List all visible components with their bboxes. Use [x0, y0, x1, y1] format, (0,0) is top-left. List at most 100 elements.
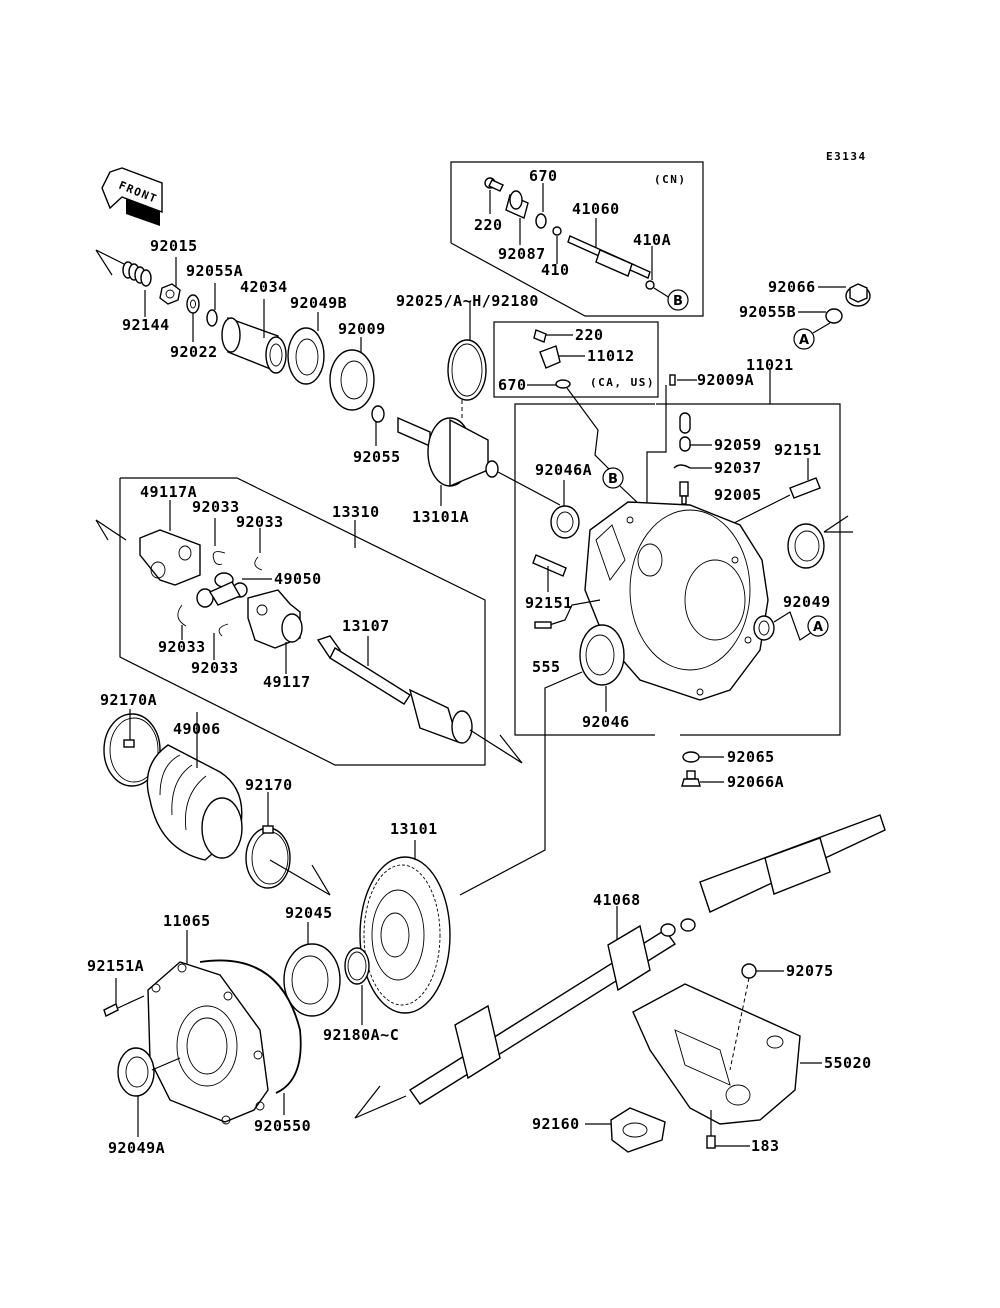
- part-label-92055B[interactable]: 92055B: [739, 303, 796, 321]
- callout-b-cn: B: [667, 289, 689, 311]
- bearing-92009: [329, 337, 375, 411]
- cap-92075: [729, 963, 784, 1071]
- part-label-11065[interactable]: 11065: [163, 912, 211, 930]
- cross-joint-49050: [196, 572, 272, 608]
- part-label-92151-left[interactable]: 92151: [525, 594, 573, 612]
- part-label-55020[interactable]: 55020: [824, 1054, 872, 1072]
- part-label-92046[interactable]: 92046: [582, 713, 630, 731]
- casing-group-bracket: [514, 370, 841, 736]
- part-label-13107[interactable]: 13107: [342, 617, 390, 635]
- part-label-670-cn[interactable]: 670: [529, 167, 558, 185]
- part-label-41060[interactable]: 41060: [572, 200, 620, 218]
- part-label-92170[interactable]: 92170: [245, 776, 293, 794]
- o-ring-670-ca: [527, 379, 611, 471]
- part-label-92049A[interactable]: 92049A: [108, 1139, 165, 1157]
- shaft-41060: [567, 218, 651, 279]
- oil-seal-92049A: [117, 1047, 181, 1137]
- part-label-92045[interactable]: 92045: [285, 904, 333, 922]
- front-arrow-sign: FRONT: [101, 167, 163, 226]
- part-label-41068[interactable]: 41068: [593, 891, 641, 909]
- bolt-183: [706, 1110, 750, 1149]
- part-label-49050[interactable]: 49050: [274, 570, 322, 588]
- dowel-92059: [679, 412, 712, 452]
- part-label-920550[interactable]: 920550: [254, 1117, 311, 1135]
- part-label-92087[interactable]: 92087: [498, 245, 546, 263]
- part-label-42034[interactable]: 42034: [240, 278, 288, 296]
- part-label-13101[interactable]: 13101: [390, 820, 438, 838]
- part-label-220-cn[interactable]: 220: [474, 216, 503, 234]
- block-92160: [585, 1107, 666, 1153]
- part-label-11012[interactable]: 11012: [587, 347, 635, 365]
- part-label-92033-c[interactable]: 92033: [158, 638, 206, 656]
- callout-b-ca: B: [602, 467, 641, 506]
- part-label-92075[interactable]: 92075: [786, 962, 834, 980]
- part-label-92015[interactable]: 92015: [150, 237, 198, 255]
- bracket-55020: [632, 983, 822, 1125]
- sleeve-92087: [505, 190, 529, 245]
- part-label-92065[interactable]: 92065: [727, 748, 775, 766]
- part-label-410[interactable]: 410: [541, 261, 570, 279]
- boot-49006: [146, 712, 243, 861]
- part-label-220-ca[interactable]: 220: [575, 326, 604, 344]
- part-label-92055[interactable]: 92055: [353, 448, 401, 466]
- part-label-49117A[interactable]: 49117A: [140, 483, 197, 501]
- callout-a-case: A: [807, 615, 829, 637]
- part-label-92025-a-h-92180[interactable]: 92025/A~H/92180: [396, 292, 539, 310]
- svg-text:A: A: [799, 333, 809, 348]
- part-label-92151A[interactable]: 92151A: [87, 957, 144, 975]
- clip-92037: [673, 464, 712, 469]
- cn-detail-box: (CN): [450, 161, 704, 317]
- part-label-92033-b[interactable]: 92033: [236, 513, 284, 531]
- part-label-92049B[interactable]: 92049B: [290, 294, 347, 312]
- part-label-183[interactable]: 183: [751, 1137, 780, 1155]
- circlip-92033-d: [213, 623, 229, 660]
- part-label-13101A[interactable]: 13101A: [412, 508, 469, 526]
- svg-text:A: A: [813, 620, 823, 635]
- part-label-92066[interactable]: 92066: [768, 278, 816, 296]
- part-label-92022[interactable]: 92022: [170, 343, 218, 361]
- part-label-92046A[interactable]: 92046A: [535, 461, 592, 479]
- region-note-ca-us: (CA, US): [590, 376, 655, 389]
- o-ring-92055B: [798, 308, 843, 334]
- washer-92022: [186, 294, 200, 342]
- part-label-555[interactable]: 555: [532, 658, 561, 676]
- part-label-92144[interactable]: 92144: [122, 316, 170, 334]
- part-label-13310[interactable]: 13310: [332, 503, 380, 521]
- bearing-92045: [283, 922, 341, 1017]
- svg-text:B: B: [608, 472, 618, 487]
- yoke-49117A: [95, 500, 201, 586]
- part-label-49117[interactable]: 49117: [263, 673, 311, 691]
- part-label-11021[interactable]: 11021: [746, 356, 794, 374]
- bolt-220-cn: [484, 177, 504, 214]
- output-shaft-41068: [354, 814, 886, 1119]
- yoke-49117: [247, 589, 303, 674]
- part-label-92160[interactable]: 92160: [532, 1115, 580, 1133]
- part-label-92170A[interactable]: 92170A: [100, 691, 157, 709]
- part-label-92009A[interactable]: 92009A: [697, 371, 754, 389]
- part-label-92005[interactable]: 92005: [714, 486, 762, 504]
- bolt-92009A: [646, 374, 697, 505]
- shaft-13107: [316, 635, 523, 764]
- washer-410: [552, 226, 562, 264]
- part-label-92180A-C[interactable]: 92180A~C: [323, 1026, 399, 1044]
- part-label-670-ca[interactable]: 670: [498, 376, 527, 394]
- part-label-92151-right[interactable]: 92151: [774, 441, 822, 459]
- part-label-92055A[interactable]: 92055A: [186, 262, 243, 280]
- part-label-92066A[interactable]: 92066A: [727, 773, 784, 791]
- part-label-49006[interactable]: 49006: [173, 720, 221, 738]
- ring-gear-13101: [359, 840, 451, 1014]
- clamp-92170A: [103, 709, 161, 787]
- part-label-92049[interactable]: 92049: [783, 593, 831, 611]
- part-label-410A[interactable]: 410A: [633, 231, 671, 249]
- pinion-gear-13101A: [397, 416, 561, 506]
- part-label-92059[interactable]: 92059: [714, 436, 762, 454]
- part-label-92009[interactable]: 92009: [338, 320, 386, 338]
- part-label-92033-d[interactable]: 92033: [191, 659, 239, 677]
- part-label-92033-a[interactable]: 92033: [192, 498, 240, 516]
- gear-case-11021: [584, 501, 769, 701]
- bolt-220-ca: [533, 329, 573, 343]
- part-label-92037[interactable]: 92037: [714, 459, 762, 477]
- o-ring-670-cn: [535, 183, 547, 229]
- oil-seal-right: [787, 515, 853, 569]
